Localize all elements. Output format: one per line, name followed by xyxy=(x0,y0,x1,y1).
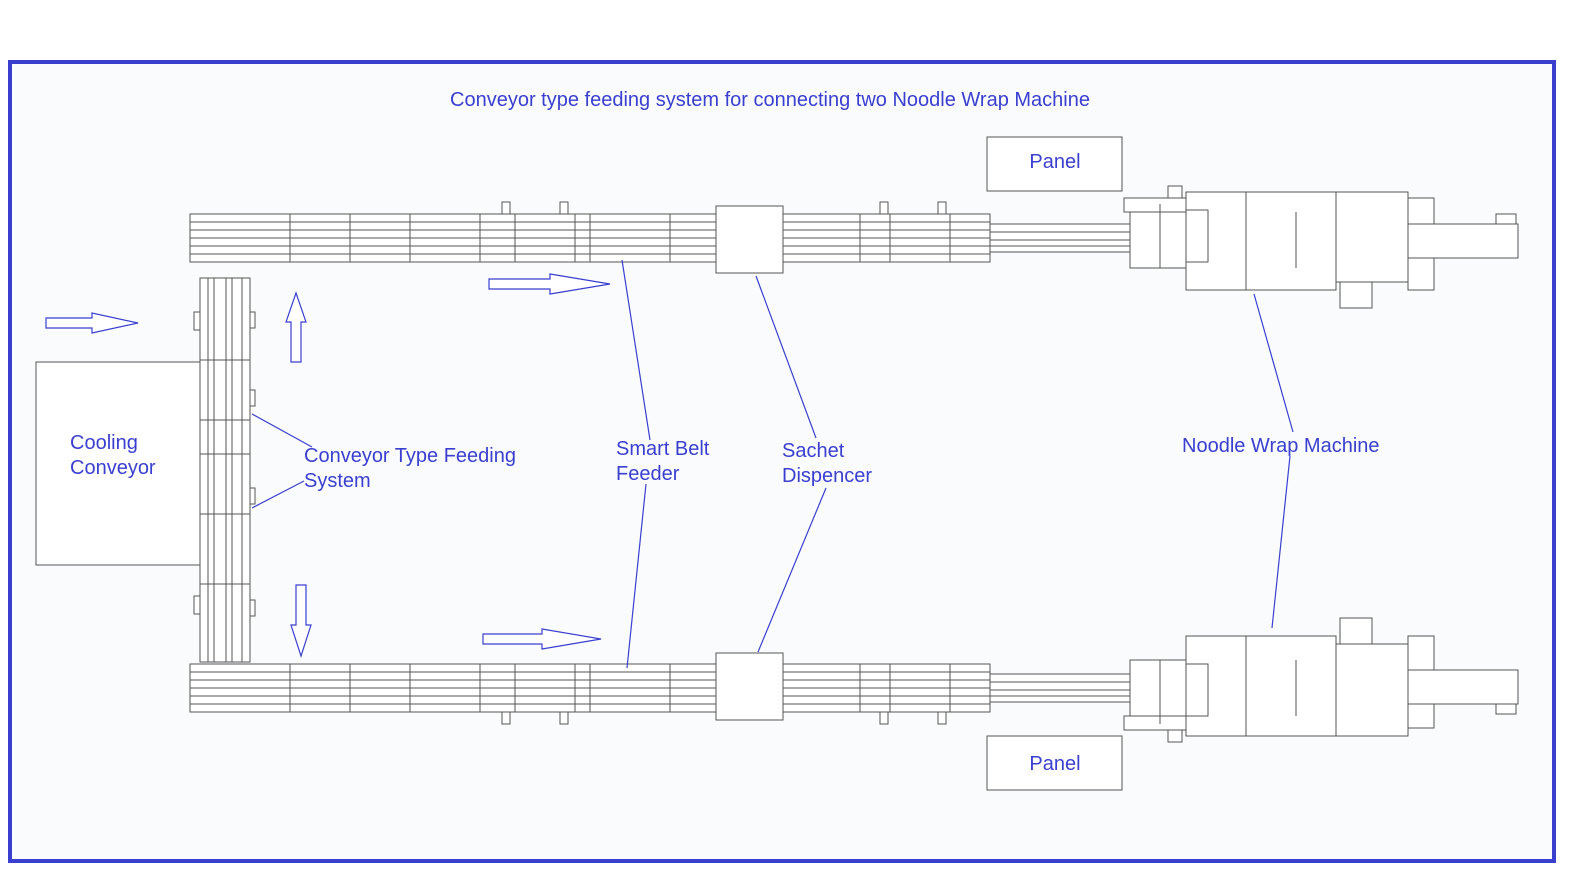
cooling-conveyor-box xyxy=(35,361,203,566)
vertical-feeding-conveyor xyxy=(193,277,256,663)
top-noodle-wrap-machine xyxy=(1123,185,1519,309)
sachet-dispencer-label-line1: Sachet xyxy=(782,440,845,462)
flow-arrow-in xyxy=(45,312,139,334)
feeding-system-label-line1: Conveyor Type Feeding xyxy=(304,445,516,467)
flow-arrow-bottom-right xyxy=(482,628,602,650)
bottom-sachet-dispencer-box xyxy=(715,652,784,721)
flow-arrow-up xyxy=(285,291,307,363)
feeding-system-label-line2: System xyxy=(304,470,371,492)
smart-belt-feeder-label-line1: Smart Belt xyxy=(616,438,710,460)
cooling-conveyor-label-line1: Cooling xyxy=(70,432,138,454)
panel-bottom-label: Panel xyxy=(1029,753,1080,775)
top-conveyor-line xyxy=(189,201,1131,274)
bottom-noodle-wrap-machine xyxy=(1123,617,1519,743)
top-sachet-dispencer-box xyxy=(715,205,784,274)
flow-arrow-top-right xyxy=(488,273,611,295)
noodle-wrap-machine-label: Noodle Wrap Machine xyxy=(1182,435,1380,457)
panel-top-label: Panel xyxy=(1029,151,1080,173)
cooling-conveyor-label-line2: Conveyor xyxy=(70,457,156,479)
flow-arrow-down xyxy=(290,584,312,658)
panel-top-box xyxy=(986,136,1123,192)
diagram-title: Conveyor type feeding system for connect… xyxy=(450,89,1090,111)
leader-lines xyxy=(251,259,1294,669)
panel-bottom-box xyxy=(986,735,1123,791)
sachet-dispencer-label-line2: Dispencer xyxy=(782,465,872,487)
bottom-conveyor-line xyxy=(189,652,1131,725)
smart-belt-feeder-label-line2: Feeder xyxy=(616,463,680,485)
